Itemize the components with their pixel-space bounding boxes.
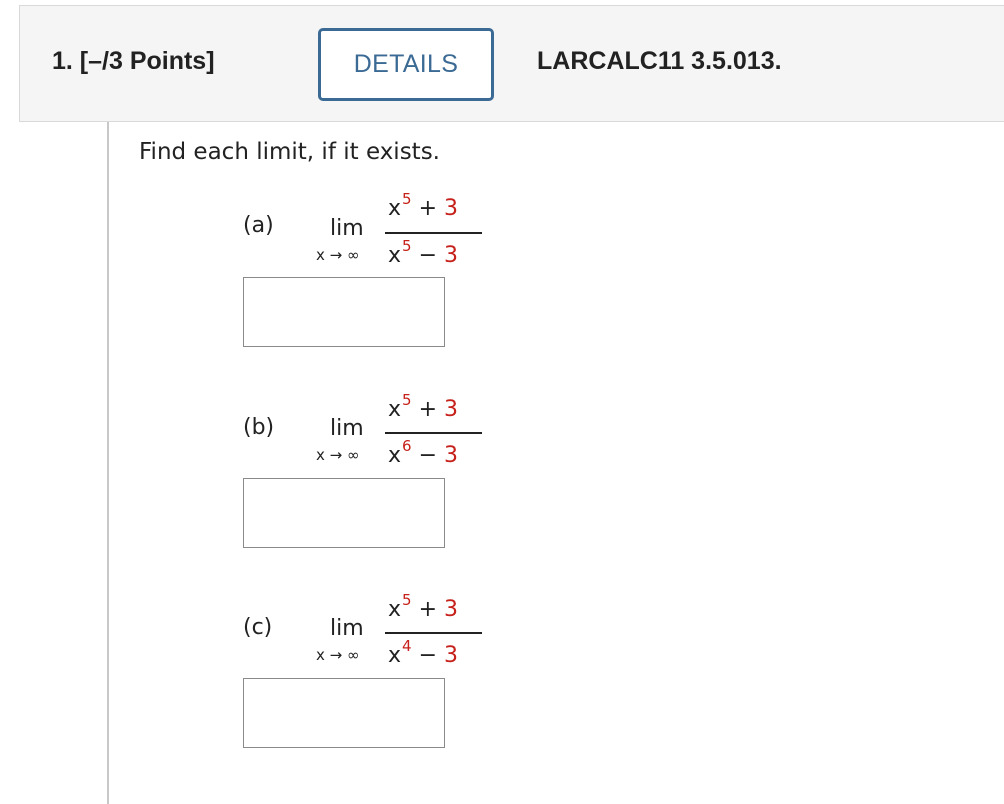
question-header bbox=[19, 5, 1004, 122]
num-operator: + bbox=[418, 597, 438, 622]
denominator: x6−3 bbox=[388, 437, 459, 468]
num-var: x bbox=[388, 397, 402, 422]
den-var: x bbox=[388, 643, 402, 668]
fraction-bar bbox=[385, 632, 482, 634]
den-constant: 3 bbox=[444, 443, 459, 468]
den-constant: 3 bbox=[444, 243, 459, 268]
problem-code: LARCALC11 3.5.013. bbox=[537, 47, 782, 75]
den-var: x bbox=[388, 243, 402, 268]
num-exponent: 5 bbox=[402, 190, 412, 208]
den-var: x bbox=[388, 443, 402, 468]
part-label: (a) bbox=[243, 213, 274, 238]
lim-word: lim bbox=[330, 616, 364, 641]
denominator: x4−3 bbox=[388, 637, 459, 668]
den-operator: − bbox=[418, 643, 438, 668]
num-exponent: 5 bbox=[402, 591, 412, 609]
num-constant: 3 bbox=[444, 196, 459, 221]
num-var: x bbox=[388, 597, 402, 622]
question-title: 1. [–/3 Points] bbox=[52, 47, 215, 75]
den-constant: 3 bbox=[444, 643, 459, 668]
numerator: x5 +3 bbox=[388, 591, 459, 622]
lim-approach: x → ∞ bbox=[316, 246, 360, 264]
den-exponent: 4 bbox=[402, 637, 412, 655]
part-label: (b) bbox=[243, 415, 275, 440]
num-exponent: 5 bbox=[402, 391, 412, 409]
fraction-bar bbox=[385, 232, 482, 234]
numerator: x5 +3 bbox=[388, 391, 459, 422]
answer-input-b[interactable] bbox=[243, 478, 445, 548]
answer-input-a[interactable] bbox=[243, 277, 445, 347]
den-exponent: 5 bbox=[402, 237, 412, 255]
num-var: x bbox=[388, 196, 402, 221]
num-constant: 3 bbox=[444, 397, 459, 422]
den-operator: − bbox=[418, 243, 438, 268]
details-button[interactable]: DETAILS bbox=[318, 28, 494, 101]
denominator: x5−3 bbox=[388, 237, 459, 268]
num-constant: 3 bbox=[444, 597, 459, 622]
fraction-bar bbox=[385, 432, 482, 434]
answer-input-c[interactable] bbox=[243, 678, 445, 748]
num-operator: + bbox=[418, 196, 438, 221]
part-label: (c) bbox=[243, 615, 273, 640]
lim-approach: x → ∞ bbox=[316, 446, 360, 464]
question-prompt: Find each limit, if it exists. bbox=[139, 139, 440, 165]
lim-word: lim bbox=[330, 216, 364, 241]
num-operator: + bbox=[418, 397, 438, 422]
den-operator: − bbox=[418, 443, 438, 468]
numerator: x5 +3 bbox=[388, 190, 459, 221]
lim-word: lim bbox=[330, 416, 364, 441]
lim-approach: x → ∞ bbox=[316, 646, 360, 664]
den-exponent: 6 bbox=[402, 437, 412, 455]
question-body-rule bbox=[107, 122, 109, 804]
